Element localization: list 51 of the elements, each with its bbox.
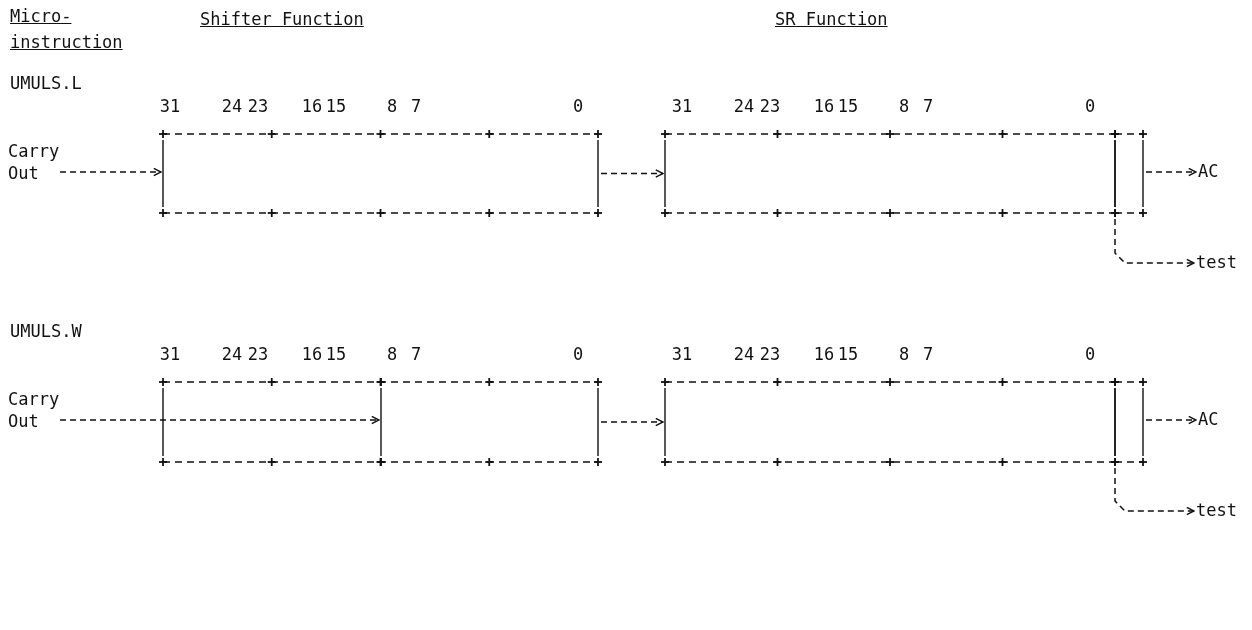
bit-number: 8 xyxy=(386,343,398,365)
bit-number: 16 xyxy=(813,95,835,117)
carry-out-label: Carry Out xyxy=(8,140,61,184)
arrow xyxy=(1145,415,1197,425)
bit-number: 8 xyxy=(898,343,910,365)
bit-number: 8 xyxy=(898,95,910,117)
bit-number: 16 xyxy=(301,95,323,117)
arrow xyxy=(1145,167,1197,177)
row-label: UMULS.W xyxy=(10,320,82,342)
arrow xyxy=(600,417,664,427)
carry-out-label: Carry Out xyxy=(8,388,61,432)
arrow xyxy=(59,167,162,177)
bit-number: 7 xyxy=(922,343,934,365)
bit-number: 23 xyxy=(759,95,781,117)
bit-number: 16 xyxy=(813,343,835,365)
bit-number: 31 xyxy=(159,343,181,365)
bit-number: 7 xyxy=(922,95,934,117)
bit-number: 24 xyxy=(221,343,243,365)
heading: Micro- instruction xyxy=(10,5,124,54)
bit-number: 31 xyxy=(671,343,693,365)
output-label: AC xyxy=(1198,160,1220,182)
bit-number: 0 xyxy=(1084,95,1096,117)
arrow xyxy=(600,169,664,178)
arrow xyxy=(1114,467,1195,516)
bit-number: 31 xyxy=(159,95,181,117)
bit-number: 24 xyxy=(733,343,755,365)
bit-number: 0 xyxy=(572,343,584,365)
output-label: AC xyxy=(1198,408,1220,430)
carry-out-label: test xyxy=(1196,499,1238,521)
row-label: UMULS.L xyxy=(10,72,82,94)
arrow xyxy=(59,415,380,425)
bit-number: 15 xyxy=(325,95,347,117)
bit-number: 24 xyxy=(221,95,243,117)
output-label: test xyxy=(1196,251,1238,273)
arrow xyxy=(1114,218,1195,268)
bit-number: 7 xyxy=(410,343,422,365)
bit-number: 15 xyxy=(325,343,347,365)
bit-number: 23 xyxy=(247,343,269,365)
bit-number: 23 xyxy=(247,95,269,117)
bit-number: 15 xyxy=(837,343,859,365)
bit-number: 8 xyxy=(386,95,398,117)
bit-number: 23 xyxy=(759,343,781,365)
bit-number: 16 xyxy=(301,343,323,365)
bit-number: 7 xyxy=(410,95,422,117)
heading: SR Function xyxy=(775,8,888,30)
bit-number: 15 xyxy=(837,95,859,117)
bit-number: 24 xyxy=(733,95,755,117)
bit-number: 0 xyxy=(572,95,584,117)
bit-number: 0 xyxy=(1084,343,1096,365)
heading: Shifter Function xyxy=(200,8,364,30)
bit-number: 31 xyxy=(671,95,693,117)
